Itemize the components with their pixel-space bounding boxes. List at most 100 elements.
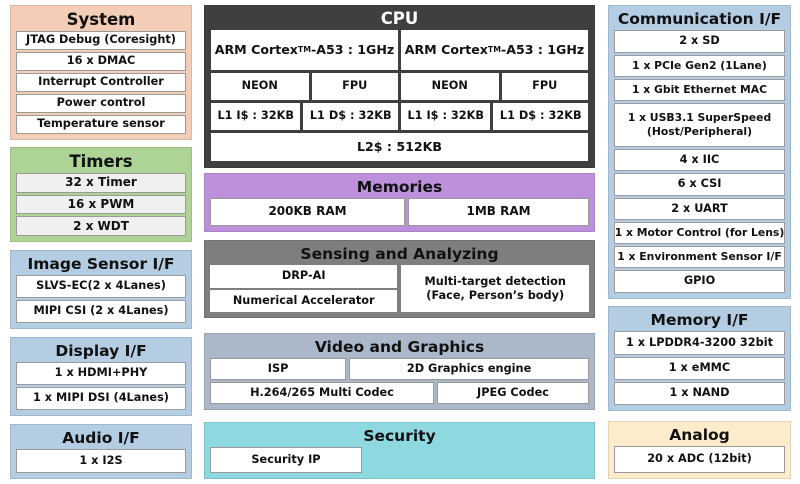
list-item: GPIO: [614, 270, 785, 294]
block-title-system: System: [66, 10, 136, 29]
list-item: 1 x LPDDR4-3200 32bit: [614, 331, 785, 355]
list-item: Temperature sensor: [16, 115, 186, 134]
cpu-unit: NEON: [211, 72, 309, 100]
video-row-1: ISP 2D Graphics engine: [210, 358, 589, 381]
list-item: Security IP: [210, 447, 362, 473]
usb-item-line1: 1 x USB3.1 SuperSpeed: [627, 111, 772, 125]
display-items: 1 x HDMI+PHY 1 x MIPI DSI (4Lanes): [16, 362, 186, 411]
list-item: JTAG Debug (Coresight): [16, 31, 186, 51]
list-item: 6 x CSI: [614, 173, 785, 196]
list-item: 2 x SD: [614, 30, 785, 53]
list-item: 1 x I2S: [16, 449, 186, 473]
multi-target-detection: Multi-target detection (Face, Person’s b…: [401, 265, 589, 312]
block-title-display-if: Display I/F: [55, 342, 147, 360]
list-item: Power control: [16, 94, 186, 114]
block-analog: Analog 20 x ADC (12bit): [608, 421, 791, 479]
communication-items: 2 x SD 1 x PCIe Gen2 (1Lane) 1 x Gbit Et…: [614, 30, 785, 294]
list-item: 1 x NAND: [614, 381, 785, 406]
list-item: 16 x DMAC: [16, 52, 186, 72]
list-item: 1 x HDMI+PHY: [16, 362, 186, 386]
block-timers: Timers 32 x Timer 16 x PWM 2 x WDT: [10, 147, 192, 242]
cpu-core-0-name-suffix: -A53 : 1GHz: [310, 41, 395, 57]
memory-if-items: 1 x LPDDR4-3200 32bit 1 x eMMC 1 x NAND: [614, 331, 785, 406]
list-item: 32 x Timer: [16, 173, 186, 193]
multi-target-detection-line1: Multi-target detection: [424, 274, 566, 288]
block-display-if: Display I/F 1 x HDMI+PHY 1 x MIPI DSI (4…: [10, 337, 192, 416]
block-communication-if: Communication I/F 2 x SD 1 x PCIe Gen2 (…: [608, 5, 791, 299]
block-title-analog: Analog: [669, 426, 730, 444]
sensing-body: DRP-AI Numerical Accelerator Multi-targe…: [210, 265, 589, 313]
usb-item: 1 x USB3.1 SuperSpeed (Host/Peripheral): [614, 102, 785, 147]
block-title-image-sensor-if: Image Sensor I/F: [27, 255, 175, 273]
memories-row: 200KB RAM 1MB RAM: [210, 198, 590, 226]
list-item: 20 x ADC (12bit): [614, 446, 785, 473]
block-audio-if: Audio I/F 1 x I2S: [10, 424, 192, 479]
multi-target-detection-line2: (Face, Person’s body): [426, 288, 565, 302]
list-item: 2 x UART: [614, 197, 785, 221]
cpu-l1-cache: L1 D$ : 32KB: [493, 102, 589, 130]
list-item: 1 x MIPI DSI (4Lanes): [16, 387, 186, 411]
list-item: 16 x PWM: [16, 194, 186, 215]
list-item: 200KB RAM: [210, 198, 406, 226]
block-system: System JTAG Debug (Coresight) 16 x DMAC …: [10, 5, 192, 140]
block-memory-if: Memory I/F 1 x LPDDR4-3200 32bit 1 x eMM…: [608, 306, 791, 411]
block-title-communication-if: Communication I/F: [617, 10, 782, 28]
timers-items: 32 x Timer 16 x PWM 2 x WDT: [16, 173, 186, 236]
list-item: 2 x WDT: [16, 216, 186, 236]
usb-item-line2: (Host/Peripheral): [646, 124, 753, 138]
list-item: Numerical Accelerator: [210, 289, 398, 313]
security-spacer: [365, 447, 589, 473]
cpu-l2-row: L2$ : 512KB: [211, 132, 588, 162]
cpu-unit: NEON: [401, 72, 499, 100]
list-item: 4 x IIC: [614, 148, 785, 172]
list-item: 1 x eMMC: [614, 356, 785, 380]
block-title-memory-if: Memory I/F: [650, 311, 749, 329]
block-image-sensor-if: Image Sensor I/F SLVS-EC(2 x 4Lanes) MIP…: [10, 250, 192, 329]
list-item: ISP: [210, 358, 347, 381]
list-item: 1 x PCIe Gen2 (1Lane): [614, 54, 785, 77]
video-items: ISP 2D Graphics engine H.264/265 Multi C…: [210, 358, 590, 405]
cpu-unit: FPU: [311, 72, 398, 100]
cpu-units-row: NEON FPU NEON FPU: [211, 72, 588, 100]
video-row-2: H.264/265 Multi Codec JPEG Codec: [210, 382, 590, 405]
cpu-core-1-name-prefix: ARM Cortex: [404, 41, 488, 57]
audio-items: 1 x I2S: [16, 449, 186, 473]
block-security: Security Security IP: [204, 422, 595, 479]
cpu-core-1-name-suffix: -A53 : 1GHz: [500, 41, 585, 57]
cpu-l1-cache: L1 I$ : 32KB: [211, 102, 301, 130]
block-title-memories: Memories: [356, 178, 443, 196]
cpu-core-0-name-prefix: ARM Cortex: [214, 41, 298, 57]
image-sensor-items: SLVS-EC(2 x 4Lanes) MIPI CSI (2 x 4Lanes…: [16, 275, 186, 324]
block-video-graphics: Video and Graphics ISP 2D Graphics engin…: [204, 333, 595, 410]
list-item: H.264/265 Multi Codec: [210, 382, 434, 405]
block-title-sensing-analyzing: Sensing and Analyzing: [300, 245, 499, 263]
list-item: Interrupt Controller: [16, 73, 186, 93]
list-item: 1MB RAM: [408, 198, 590, 226]
block-title-cpu: CPU: [380, 9, 419, 28]
list-item: 1 x Gbit Ethernet MAC: [614, 78, 785, 101]
block-title-timers: Timers: [69, 152, 133, 171]
cpu-l1-cache: L1 D$ : 32KB: [303, 102, 399, 130]
list-item: 2D Graphics engine: [349, 358, 589, 381]
cpu-unit: FPU: [501, 72, 588, 100]
list-item: 1 x Environment Sensor I/F: [614, 246, 785, 269]
memories-items: 200KB RAM 1MB RAM: [210, 198, 590, 226]
system-items: JTAG Debug (Coresight) 16 x DMAC Interru…: [16, 31, 186, 134]
security-items: Security IP: [210, 447, 589, 473]
list-item: SLVS-EC(2 x 4Lanes): [16, 275, 186, 299]
analog-items: 20 x ADC (12bit): [614, 446, 785, 473]
cpu-l1-cache: L1 I$ : 32KB: [401, 102, 491, 130]
list-item: DRP-AI: [210, 265, 398, 288]
block-memories: Memories 200KB RAM 1MB RAM: [204, 173, 595, 232]
sensing-left-column: DRP-AI Numerical Accelerator: [210, 265, 398, 313]
block-sensing-analyzing: Sensing and Analyzing DRP-AI Numerical A…: [204, 240, 595, 318]
block-title-video-graphics: Video and Graphics: [314, 338, 485, 356]
block-title-security: Security: [363, 427, 436, 445]
list-item: MIPI CSI (2 x 4Lanes): [16, 300, 186, 324]
